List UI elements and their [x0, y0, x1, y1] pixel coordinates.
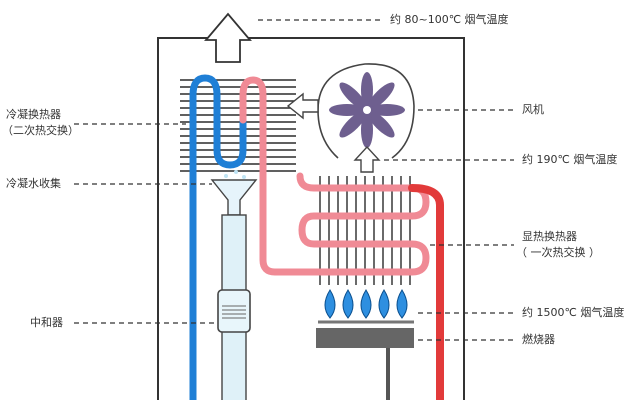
- condensing-hx-fins: [180, 79, 296, 172]
- exhaust-temp-label: 约 80~100℃ 烟气温度: [390, 13, 509, 26]
- condensate-drops: [224, 170, 246, 179]
- cold-water-pipe: [189, 74, 247, 400]
- flame-icons: [324, 289, 408, 319]
- condensing-hx-label: 冷凝换热器: [6, 108, 61, 121]
- warm-water-pipe: [239, 76, 324, 276]
- primary-hx-coil: [296, 172, 430, 276]
- primary-hx-fins: [319, 176, 411, 285]
- neutralizer-label: 中和器: [30, 316, 63, 329]
- leader-lines: [74, 19, 514, 341]
- flame-temp-label: 约 1500℃ 烟气温度: [522, 306, 625, 319]
- burner-body: [316, 328, 414, 348]
- flame-icon: [342, 289, 354, 319]
- flue-arrow-left-icon: [286, 92, 319, 120]
- flame-icon: [324, 289, 336, 319]
- condensate-funnel: [210, 179, 258, 216]
- flame-icon: [378, 289, 390, 319]
- primary-hx-sublabel: （ 一次热交换 ）: [516, 246, 600, 259]
- hot-water-pipe: [408, 184, 444, 400]
- burner-label: 燃烧器: [522, 333, 555, 346]
- fan-label: 风机: [522, 103, 544, 116]
- flame-icon: [396, 289, 408, 319]
- exhaust-arrow-icon: [204, 12, 252, 63]
- boiler-casing: [157, 37, 465, 400]
- condensing-hx-sublabel: （二次热交换）: [2, 124, 79, 137]
- fan-icon: [329, 72, 405, 148]
- neutralizer-filter: [222, 305, 246, 319]
- neutralizer-body: [217, 289, 251, 333]
- flue-arrow-up-icon: [353, 145, 381, 173]
- fan-housing: [317, 63, 415, 159]
- primary-hx-label: 显热换热器: [522, 230, 577, 243]
- flame-icon: [360, 289, 372, 319]
- condensate-collect-label: 冷凝水收集: [6, 177, 61, 190]
- fan-exit-temp-label: 约 190℃ 烟气温度: [522, 153, 618, 166]
